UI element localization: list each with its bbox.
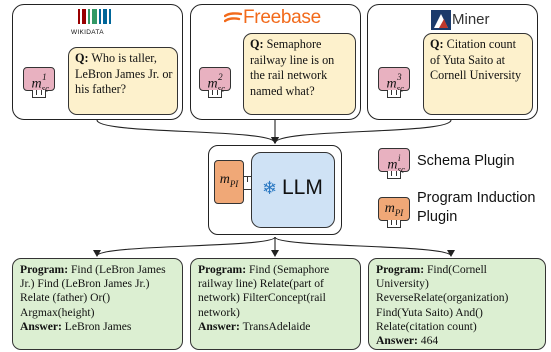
snowflake-icon: ❄: [262, 178, 278, 199]
question-box-2: Q: Semaphore railway line is on the rail…: [243, 33, 356, 115]
question-text: Who is taller, LeBron James Jr. or his f…: [75, 51, 173, 96]
answer-label: Answer:: [376, 334, 418, 348]
kb-panel-freebase: Freebase msc2 Q: Semaphore railway line …: [190, 4, 361, 120]
question-label: Q:: [250, 37, 264, 51]
program-text: Find (Semaphore railway line) Relate(par…: [198, 263, 330, 319]
arrow-kb3-to-llm: [271, 119, 452, 144]
legend-program-label-1: Program Induction: [417, 190, 536, 206]
schema-plugin-chip-2: msc2: [199, 67, 231, 93]
arrow-llm-to-out3: [274, 236, 455, 257]
legend-schema-label: Schema Plugin: [417, 153, 515, 169]
question-box-3: Q: Citation count of Yuta Saito at Corne…: [423, 33, 533, 115]
output-box-2: Program: Find (Semaphore railway line) R…: [190, 258, 361, 350]
schema-plugin-plug-3: [387, 90, 401, 98]
wikidata-logo: [78, 9, 111, 24]
answer-label: Answer:: [20, 319, 62, 333]
question-text: Citation count of Yuta Saito at Cornell …: [430, 37, 522, 82]
answer-text: TransAdelaide: [242, 319, 311, 333]
answer-text: LeBron James: [64, 319, 132, 333]
answer-text: 464: [420, 334, 439, 348]
question-text: Semaphore railway line is on the rail ne…: [250, 37, 335, 98]
wikidata-logo-text: WIKIDATA: [71, 29, 104, 36]
question-label: Q:: [75, 51, 89, 65]
freebase-logo-icon: [224, 12, 242, 23]
program-text: Find (LeBron James Jr.) Find (LeBron Jam…: [20, 263, 166, 319]
llm-container: mPI ❄ LLM: [208, 145, 342, 235]
kb-panel-wikidata: WIKIDATA msc1 Q: Who is taller, LeBron J…: [12, 4, 183, 120]
output-box-3: Program: Find(Cornell University) Revers…: [368, 258, 546, 350]
program-label: Program:: [198, 263, 247, 276]
program-label: Program:: [376, 263, 425, 276]
arrow-llm-to-out1: [93, 236, 276, 257]
legend-program-chip: mPI: [378, 197, 410, 221]
arrow-kb1-to-llm: [96, 119, 279, 144]
schema-plugin-chip-3: msc3: [378, 67, 410, 93]
kb-panel-aminer: Miner msc3 Q: Citation count of Yuta Sai…: [367, 4, 538, 120]
aminer-logo-text: Miner: [452, 11, 490, 28]
legend-schema-plug: [387, 171, 401, 179]
program-label: Program:: [20, 263, 69, 276]
llm-label: LLM: [282, 176, 323, 199]
freebase-logo-text: Freebase: [243, 7, 321, 28]
schema-plugin-plug-1: [32, 90, 46, 98]
schema-plugin-chip-1: msc1: [23, 67, 55, 93]
llm-box: ❄ LLM: [251, 152, 335, 228]
program-text: Find(Cornell University) ReverseRelate(o…: [376, 263, 509, 333]
legend-program-label-2: Plugin: [417, 209, 458, 225]
question-label: Q:: [430, 37, 444, 51]
question-box-1: Q: Who is taller, LeBron James Jr. or hi…: [68, 47, 178, 115]
output-box-1: Program: Find (LeBron James Jr.) Find (L…: [12, 258, 183, 350]
answer-label: Answer:: [198, 319, 240, 333]
schema-plugin-plug-2: [208, 90, 222, 98]
aminer-logo-icon: [431, 10, 451, 30]
legend-schema-chip: msci: [378, 148, 410, 174]
program-plugin-chip: mPI: [214, 160, 244, 204]
legend-program-plug: [387, 220, 401, 228]
